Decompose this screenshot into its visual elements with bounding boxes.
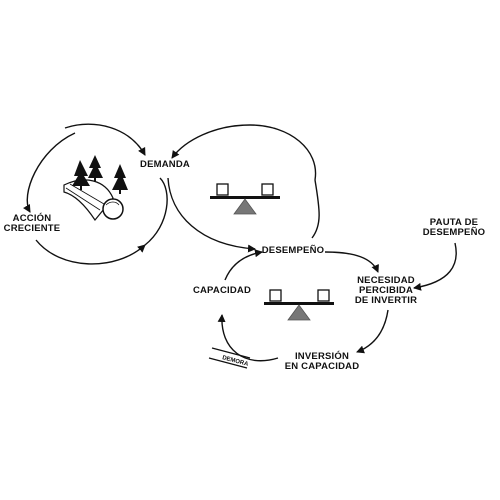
arrow-demanda-to-accion (23, 132, 76, 213)
label-necesidad-percibida: NECESIDAD PERCIBIDA DE INVERTIR (354, 275, 418, 306)
arrow-necesidad-to-inversion (356, 309, 389, 354)
tree-icon (112, 164, 128, 194)
label-accion-creciente: ACCIÓN CRECIENTE (3, 213, 61, 234)
label-desempeno: DESEMPEÑO (261, 245, 325, 256)
balance-scale-icon (210, 183, 280, 215)
arrow-desempeno-to-demanda (171, 124, 317, 181)
upper-loop (167, 124, 320, 253)
arrow-capacidad-to-desempeno (224, 249, 263, 281)
arrow-demanda-to-desempeno (167, 177, 256, 253)
arrow-inversion-to-capacidad (217, 314, 279, 362)
tree-icon (72, 160, 90, 190)
label-inversion-capacidad: INVERSIÓN EN CAPACIDAD (284, 351, 360, 372)
arrow-pauta-to-necesidad (413, 242, 457, 291)
label-demanda: DEMANDA (140, 159, 190, 170)
arrow-accion-to-demanda (64, 123, 146, 156)
balance-scale-icon (264, 289, 334, 321)
arrow-right-side (311, 179, 320, 239)
arrow-accion-down (35, 239, 146, 265)
label-pauta-desempeno: PAUTA DE DESEMPEÑO (422, 217, 486, 238)
lower-loop (217, 242, 457, 362)
arrow-right-edge (144, 177, 168, 246)
label-capacidad: CAPACIDAD (192, 285, 252, 296)
left-loop (23, 123, 168, 265)
arrow-desempeno-to-necesidad (324, 251, 379, 273)
tree-icon (88, 155, 103, 182)
snowball-icon (63, 155, 128, 222)
